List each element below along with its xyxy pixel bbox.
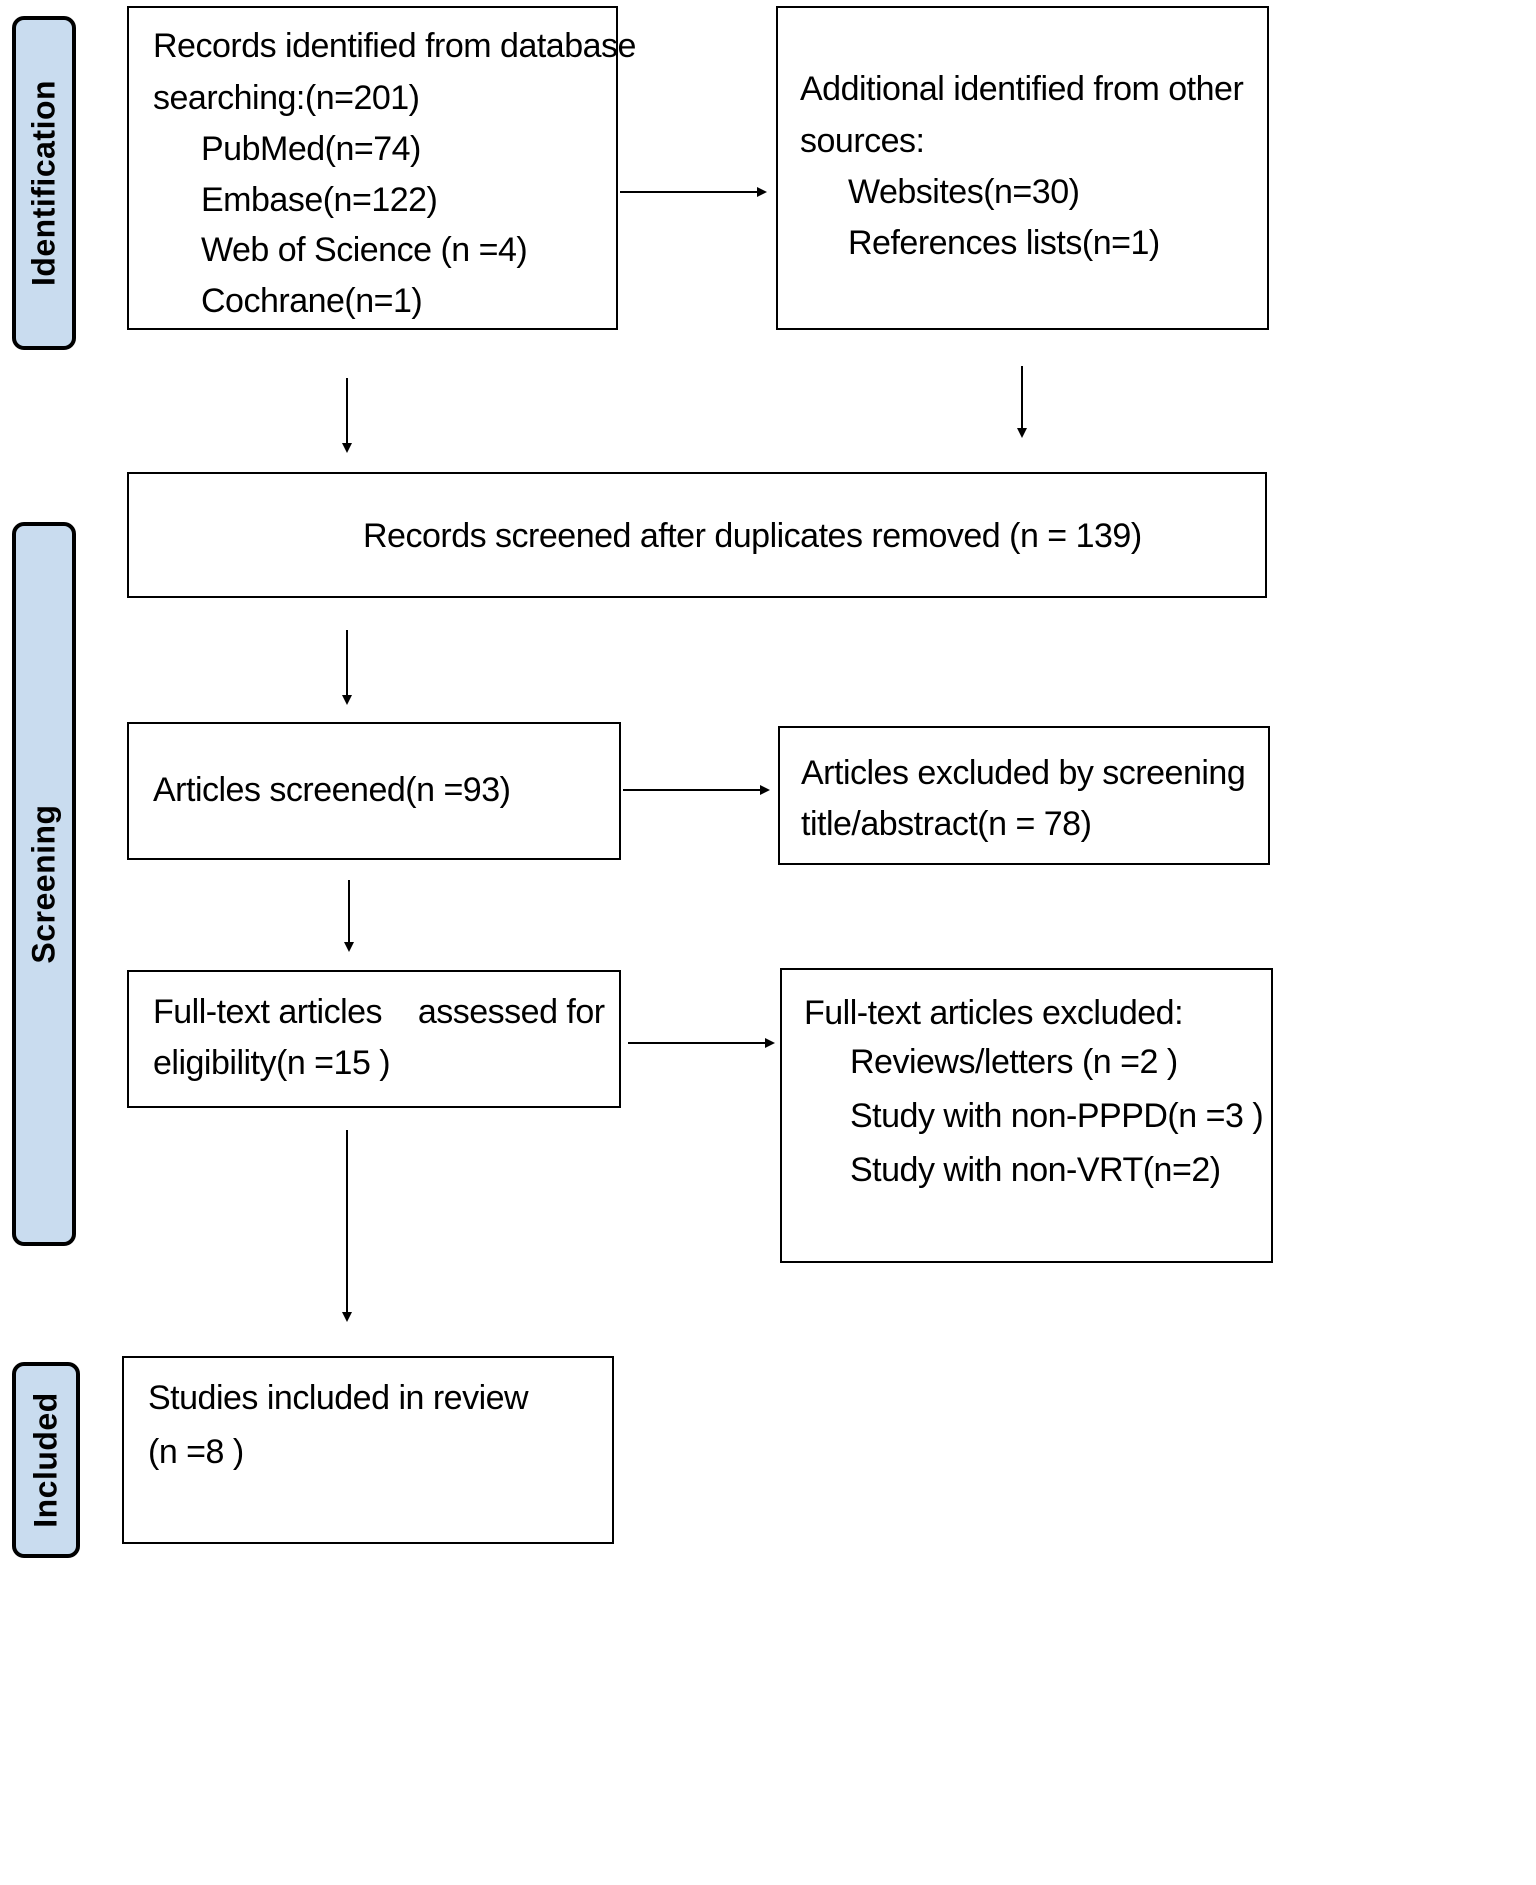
database-source-pubmed: PubMed(n=74) xyxy=(201,130,421,168)
screened-text: Articles screened(n =93) xyxy=(153,771,511,809)
other-sources-line2: sources: xyxy=(800,122,925,160)
excluded-reason-reviews: Reviews/letters (n =2 ) xyxy=(850,1043,1178,1081)
database-records-line1: Records identified from database xyxy=(153,27,636,65)
excluded-title-box: Articles excluded by screening title/abs… xyxy=(778,726,1270,865)
database-records-box: Records identified from database searchi… xyxy=(127,6,636,330)
other-sources-box: Additional identified from other sources… xyxy=(776,6,1269,330)
deduplicated-text: Records screened after duplicates remove… xyxy=(363,517,1142,555)
database-source-wos: Web of Science (n =4) xyxy=(201,231,528,269)
included-line1: Studies included in review xyxy=(148,1379,529,1417)
excluded-reason-non-vrt: Study with non-VRT(n=2) xyxy=(850,1151,1221,1189)
other-source-websites: Websites(n=30) xyxy=(848,173,1080,211)
excluded-title-line1: Articles excluded by screening xyxy=(801,754,1246,792)
full-text-line1: Full-text articles assessed for xyxy=(153,993,605,1031)
deduplicated-box: Records screened after duplicates remove… xyxy=(127,472,1267,598)
database-source-embase: Embase(n=122) xyxy=(201,181,438,219)
full-text-excluded-line1: Full-text articles excluded: xyxy=(804,994,1184,1032)
other-source-references: References lists(n=1) xyxy=(848,224,1160,262)
database-records-line2: searching:(n=201) xyxy=(153,79,420,117)
database-source-cochrane: Cochrane(n=1) xyxy=(201,282,423,320)
excluded-title-line2: title/abstract(n = 78) xyxy=(801,805,1092,843)
full-text-box: Full-text articles assessed for eligibil… xyxy=(127,970,621,1108)
full-text-line2: eligibility(n =15 ) xyxy=(153,1044,391,1082)
full-text-excluded-box: Full-text articles excluded: Reviews/let… xyxy=(780,968,1273,1263)
included-line2: (n =8 ) xyxy=(148,1433,244,1471)
excluded-reason-non-pppd: Study with non-PPPD(n =3 ) xyxy=(850,1097,1264,1135)
stage-identification: Identification xyxy=(12,16,76,350)
screened-box: Articles screened(n =93) xyxy=(127,722,621,860)
stage-screening: Screening xyxy=(12,522,76,1246)
other-sources-line1: Additional identified from other xyxy=(800,70,1244,108)
stage-included: Included xyxy=(12,1362,80,1558)
included-box: Studies included in review (n =8 ) xyxy=(122,1356,614,1544)
